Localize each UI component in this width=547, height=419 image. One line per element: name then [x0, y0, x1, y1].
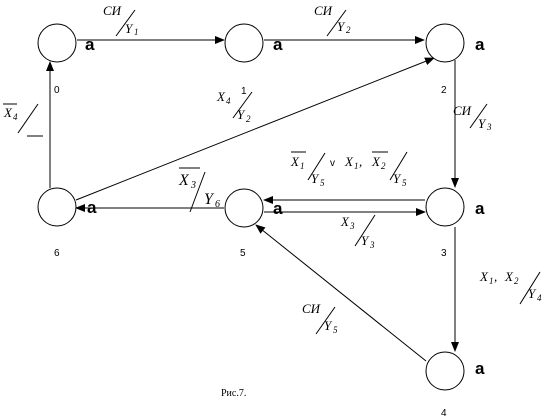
label-3-4-slash	[519, 271, 541, 305]
label-3-4-denominator: Y	[528, 286, 537, 301]
label-5-3-denominator: Y	[361, 233, 370, 248]
label-6-2-numerator-sub: 4	[226, 96, 231, 106]
label-1-2-denominator: Y	[337, 19, 346, 34]
label-3-5-top-term-a: X	[290, 154, 300, 169]
label-1-2-numerator: СИ	[314, 3, 333, 18]
edge-4-5	[255, 224, 427, 362]
label-4-5-denominator-sub: 5	[333, 325, 338, 335]
label-5-3-numerator: X	[340, 214, 350, 229]
label-5-3-numerator-sub: 3	[349, 221, 355, 231]
state-6: a 6	[37, 187, 97, 259]
label-3-5-top-term-a-sub: 1	[300, 161, 305, 171]
state-0: a 0	[37, 23, 95, 96]
label-3-5-top-comma: ,	[359, 154, 362, 169]
state-3-number: 3	[441, 248, 447, 259]
label-3-4-comma: ,	[494, 269, 497, 284]
label-edge-5-6: X 3 Y 6	[178, 167, 220, 213]
state-2: a 2	[425, 23, 485, 96]
state-5-circle	[224, 188, 264, 228]
label-5-6-denominator: Y	[204, 191, 215, 208]
label-3-4-term-b: X	[504, 269, 514, 284]
label-edge-2-3: СИ Y 3	[453, 103, 492, 132]
label-3-5-top-slash-c	[389, 151, 408, 181]
label-3-5-top-term-b-sub: 1	[354, 161, 359, 171]
state-1: a 1	[224, 23, 283, 97]
label-2-3-numerator: СИ	[453, 103, 472, 118]
label-edge-1-2: СИ Y 2	[314, 3, 351, 37]
label-5-6-numerator: X	[178, 172, 190, 189]
label-edge-3-4: X 1 , X 2 Y 4	[479, 269, 542, 305]
label-6-0-numerator: X	[3, 105, 13, 120]
state-1-circle	[224, 23, 264, 63]
figure-caption: Рис.7.	[221, 388, 246, 399]
state-2-mark: a	[475, 35, 485, 54]
label-0-1-denominator: Y	[125, 21, 134, 36]
label-3-5-top-term-b: X	[344, 154, 354, 169]
label-6-0-numerator-sub: 4	[13, 112, 18, 122]
state-6-mark: a	[87, 198, 97, 217]
label-3-4-denominator-sub: 4	[537, 293, 542, 303]
state-1-number: 1	[241, 86, 247, 97]
label-6-2-denominator: Y	[237, 107, 246, 122]
label-6-2-slash	[232, 91, 253, 119]
label-3-4-term-a: X	[479, 269, 489, 284]
label-edge-4-5: СИ Y 5	[302, 301, 338, 335]
label-edge-5-3-bottom: X 3 Y 3	[340, 214, 376, 250]
label-4-5-denominator: Y	[324, 318, 333, 333]
label-3-5-top-slash-a	[307, 152, 326, 181]
label-5-6-denominator-sub: 6	[215, 199, 220, 210]
state-0-number: 0	[54, 85, 60, 96]
state-3-circle	[425, 187, 465, 227]
label-4-5-slash	[315, 306, 336, 335]
label-6-0-slash	[17, 103, 39, 134]
state-2-circle	[425, 23, 465, 63]
state-4: a 4	[425, 351, 485, 419]
state-5-number: 5	[240, 248, 246, 259]
label-0-1-slash	[115, 9, 136, 37]
edge-6-2	[75, 57, 435, 201]
label-edge-3-5-top: X 1 Y 5 v X 1 , X 2 Y 5	[290, 151, 408, 188]
label-3-4-term-a-sub: 1	[489, 276, 494, 286]
label-edge-6-2: X 4 Y 2	[216, 89, 253, 124]
label-3-4-term-b-sub: 2	[514, 276, 519, 286]
state-6-number: 6	[54, 248, 60, 259]
state-4-circle	[425, 351, 465, 391]
label-5-6-numerator-sub: 3	[190, 180, 196, 191]
label-2-3-denominator-sub: 3	[486, 122, 492, 132]
label-4-5-numerator: СИ	[302, 301, 321, 316]
state-5: a 5	[224, 188, 283, 259]
state-3: a 3	[425, 187, 485, 259]
label-5-3-slash	[354, 214, 376, 247]
label-1-2-slash	[326, 9, 347, 37]
label-6-2-numerator: X	[216, 89, 226, 104]
state-4-mark: a	[475, 359, 485, 378]
label-edge-0-1: СИ Y 1	[103, 3, 139, 37]
label-3-5-top-den-a: Y	[311, 171, 320, 186]
label-3-5-top-den-c: Y	[393, 171, 402, 186]
label-6-2-denominator-sub: 2	[246, 114, 251, 124]
state-5-mark: a	[273, 199, 283, 218]
state-3-mark: a	[475, 199, 485, 218]
label-2-3-slash	[469, 103, 488, 129]
label-5-6-slash	[189, 171, 206, 213]
state-2-number: 2	[441, 85, 447, 96]
label-2-3-denominator: Y	[478, 116, 487, 131]
label-1-2-denominator-sub: 2	[346, 25, 351, 35]
label-3-5-top-term-c-sub: 2	[381, 161, 386, 171]
label-3-5-top-or: v	[330, 158, 335, 169]
label-edge-6-0: X 4	[3, 103, 43, 137]
label-5-3-denominator-sub: 3	[369, 240, 375, 250]
state-0-mark: a	[85, 35, 95, 54]
label-3-5-top-den-c-sub: 5	[402, 178, 407, 188]
state-4-number: 4	[441, 408, 447, 419]
state-0-circle	[37, 23, 77, 63]
label-3-5-top-den-a-sub: 5	[320, 178, 325, 188]
label-3-5-top-term-c: X	[371, 154, 381, 169]
label-0-1-denominator-sub: 1	[134, 27, 139, 37]
label-0-1-numerator: СИ	[103, 3, 122, 18]
state-1-mark: a	[273, 35, 283, 54]
state-6-circle	[37, 187, 77, 227]
